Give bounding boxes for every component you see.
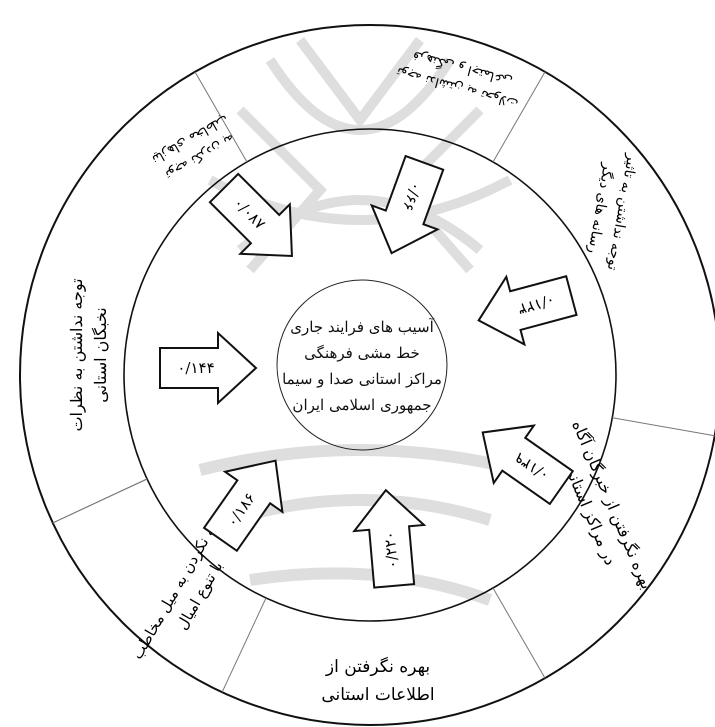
center-circle xyxy=(276,279,448,451)
arrow-6: ۰/۶۶ xyxy=(369,154,445,255)
arrow-1: ۰/۱۴۴ xyxy=(159,330,258,406)
arrow-5: ۰/۱۲۳ xyxy=(477,274,578,347)
arrow-3: ۰/۲۲۰ xyxy=(352,488,427,589)
sector-label-1-line-1: توجه نداشتن به نظرات xyxy=(67,278,86,431)
arrow-4: ۰/۱۳۹ xyxy=(481,424,575,506)
outer-ring xyxy=(19,24,715,726)
center-title-line-3: مراکز استانی صدا و سیما xyxy=(282,370,442,388)
sector-divider-3 xyxy=(492,71,546,163)
arrow-1-value: ۰/۱۴۴ xyxy=(177,359,214,377)
center-title-line-4: جمهوری اسلامی ایران xyxy=(292,396,431,414)
sector-label-3-line-2: اطلاعات استانی xyxy=(321,685,434,705)
center-title-line-1: آسیب های فرایند جاری xyxy=(290,318,434,336)
middle-ring xyxy=(123,128,617,622)
sector-dividers xyxy=(52,71,715,693)
sector-label-1: توجه نداشتن به نظرات نخبگان استانی xyxy=(67,278,110,431)
sector-divider-2 xyxy=(194,71,248,163)
sector-divider-4 xyxy=(612,417,715,437)
arrow-3-value: ۰/۲۲۰ xyxy=(380,531,401,570)
sector-label-3-line-1: بهره نگرفتن از xyxy=(325,656,430,677)
sector-label-3: بهره نگرفتن از اطلاعات استانی xyxy=(321,656,434,705)
sector-label-1-line-2: نخبگان استانی xyxy=(91,307,110,403)
sector-divider-7 xyxy=(52,478,148,524)
center-title-line-2: خط مشی فرهنگی xyxy=(304,344,420,362)
center-title: آسیب های فرایند جاری خط مشی فرهنگی مراکز… xyxy=(282,318,442,414)
arrow-2: ۰/۱۸۶ xyxy=(202,459,284,553)
sector-label-7: توجه نکردن به نیازهای مخاطب xyxy=(149,111,237,182)
sector-divider-5 xyxy=(492,587,546,679)
sector-label-5: توجه نداشتن به تاثیر رسانه های دیگر xyxy=(584,152,640,272)
sector-divider-6 xyxy=(221,597,267,693)
arrow-7: ۰/۰۸۷ xyxy=(208,172,293,257)
sector-label-4: بهره نگرفتن از خبرگان آگاه در مراکز استا… xyxy=(560,417,657,592)
